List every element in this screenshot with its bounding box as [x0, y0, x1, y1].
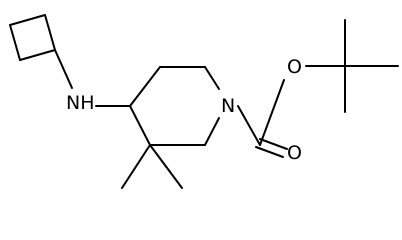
bond-c4-c5	[129, 66, 161, 107]
bond-cb-nh	[54, 49, 73, 89]
bond-n1-carbonyl-c	[237, 105, 261, 146]
bond-c6-n1	[204, 66, 220, 90]
atom-label-nh: NH	[66, 92, 95, 114]
piperidine-ring	[129, 66, 220, 146]
cyclobutyl-ring	[9, 14, 56, 61]
bond-cb3	[19, 49, 56, 61]
bond-methyl-a	[121, 144, 151, 189]
tert-butyl	[344, 19, 399, 113]
bond-cb4	[9, 24, 21, 61]
gem-dimethyl	[121, 144, 183, 189]
boc-carbamate	[237, 65, 346, 158]
bond-carbonyl-double-2	[259, 138, 288, 150]
bond-carbonyl-double-1	[255, 146, 284, 158]
bond-cb2	[44, 14, 56, 51]
atom-label-carbonyl-o: O	[287, 142, 302, 164]
atom-label-ring-n: N	[221, 95, 235, 117]
atom-label-ester-o: O	[287, 56, 302, 78]
bond-carbonyl-c-o-ester	[259, 79, 285, 146]
bond-c3-c4	[129, 105, 151, 146]
bond-n1-c2	[204, 117, 220, 146]
bond-methyl-b	[149, 144, 183, 189]
molecule-structure: NH N O O	[9, 14, 399, 189]
bond-cb1	[9, 14, 46, 26]
